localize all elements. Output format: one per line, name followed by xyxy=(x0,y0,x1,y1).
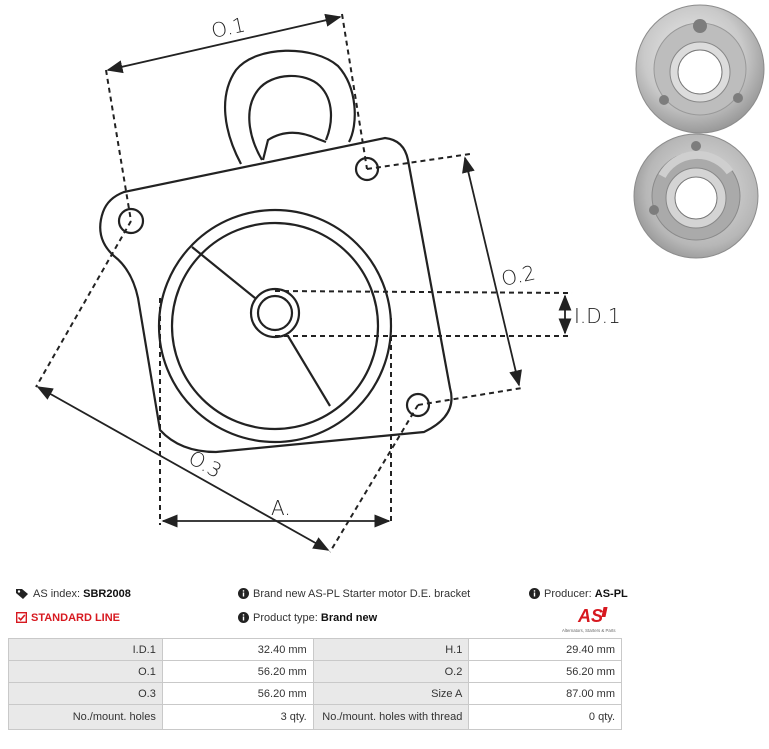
producer-label: Producer: xyxy=(544,588,592,600)
spec-label-cell: Size A xyxy=(312,682,470,705)
label-o1: O.1 xyxy=(209,12,247,43)
info-icon xyxy=(238,588,249,599)
spec-label-cell: O.2 xyxy=(312,660,470,683)
producer-value: AS-PL xyxy=(594,588,628,600)
product-type-value: Brand new xyxy=(320,612,378,624)
spec-value-cell: 0 qty. xyxy=(468,704,622,730)
standard-line-text: STANDARD LINE xyxy=(31,612,121,624)
spec-label-cell: No./mount. holes xyxy=(8,704,163,730)
as-index-value: SBR2008 xyxy=(83,588,131,600)
dimension-lines xyxy=(36,13,572,551)
info-icon xyxy=(529,588,540,599)
info-icon xyxy=(238,612,249,623)
label-a: A. xyxy=(271,496,291,520)
spec-label-cell: I.D.1 xyxy=(8,638,163,661)
standard-line-badge: STANDARD LINE xyxy=(15,611,121,624)
bracket-outline xyxy=(99,49,453,454)
spec-value-cell: 29.40 mm xyxy=(468,638,622,661)
spec-value-cell: 87.00 mm xyxy=(468,682,622,705)
check-square-icon xyxy=(15,611,28,624)
as-pl-logo: AS Alternators, Starters & Parts xyxy=(562,606,616,633)
spec-value-cell: 3 qty. xyxy=(161,704,314,730)
producer: Producer: AS-PL xyxy=(529,588,628,600)
product-photo-back xyxy=(633,133,759,259)
svg-text:Alternators, Starters & Parts: Alternators, Starters & Parts xyxy=(562,628,616,633)
spec-label-cell: O.1 xyxy=(8,660,163,683)
spec-label-cell: No./mount. holes with thread xyxy=(312,704,470,730)
spec-value-cell: 56.20 mm xyxy=(468,660,622,683)
dimension-guides xyxy=(35,13,573,553)
product-photo-front xyxy=(635,4,765,134)
product-type-label: Product type: xyxy=(253,612,318,624)
spec-label-cell: H.1 xyxy=(312,638,470,661)
label-o2: O.2 xyxy=(499,260,537,291)
spec-value-cell: 56.20 mm xyxy=(161,660,314,683)
as-index: AS index: SBR2008 xyxy=(16,588,131,600)
spec-value-cell: 32.40 mm xyxy=(161,638,314,661)
spec-label-cell: O.3 xyxy=(8,682,163,705)
as-index-label: AS index: xyxy=(33,588,81,600)
svg-text:AS: AS xyxy=(577,606,603,626)
description-text: Brand new AS-PL Starter motor D.E. brack… xyxy=(253,588,471,600)
spec-value-cell: 56.20 mm xyxy=(161,682,314,705)
product-type: Product type: Brand new xyxy=(238,612,377,624)
tag-icon xyxy=(16,589,28,599)
description: Brand new AS-PL Starter motor D.E. brack… xyxy=(238,588,470,600)
label-id1: I.D.1 xyxy=(574,304,621,328)
